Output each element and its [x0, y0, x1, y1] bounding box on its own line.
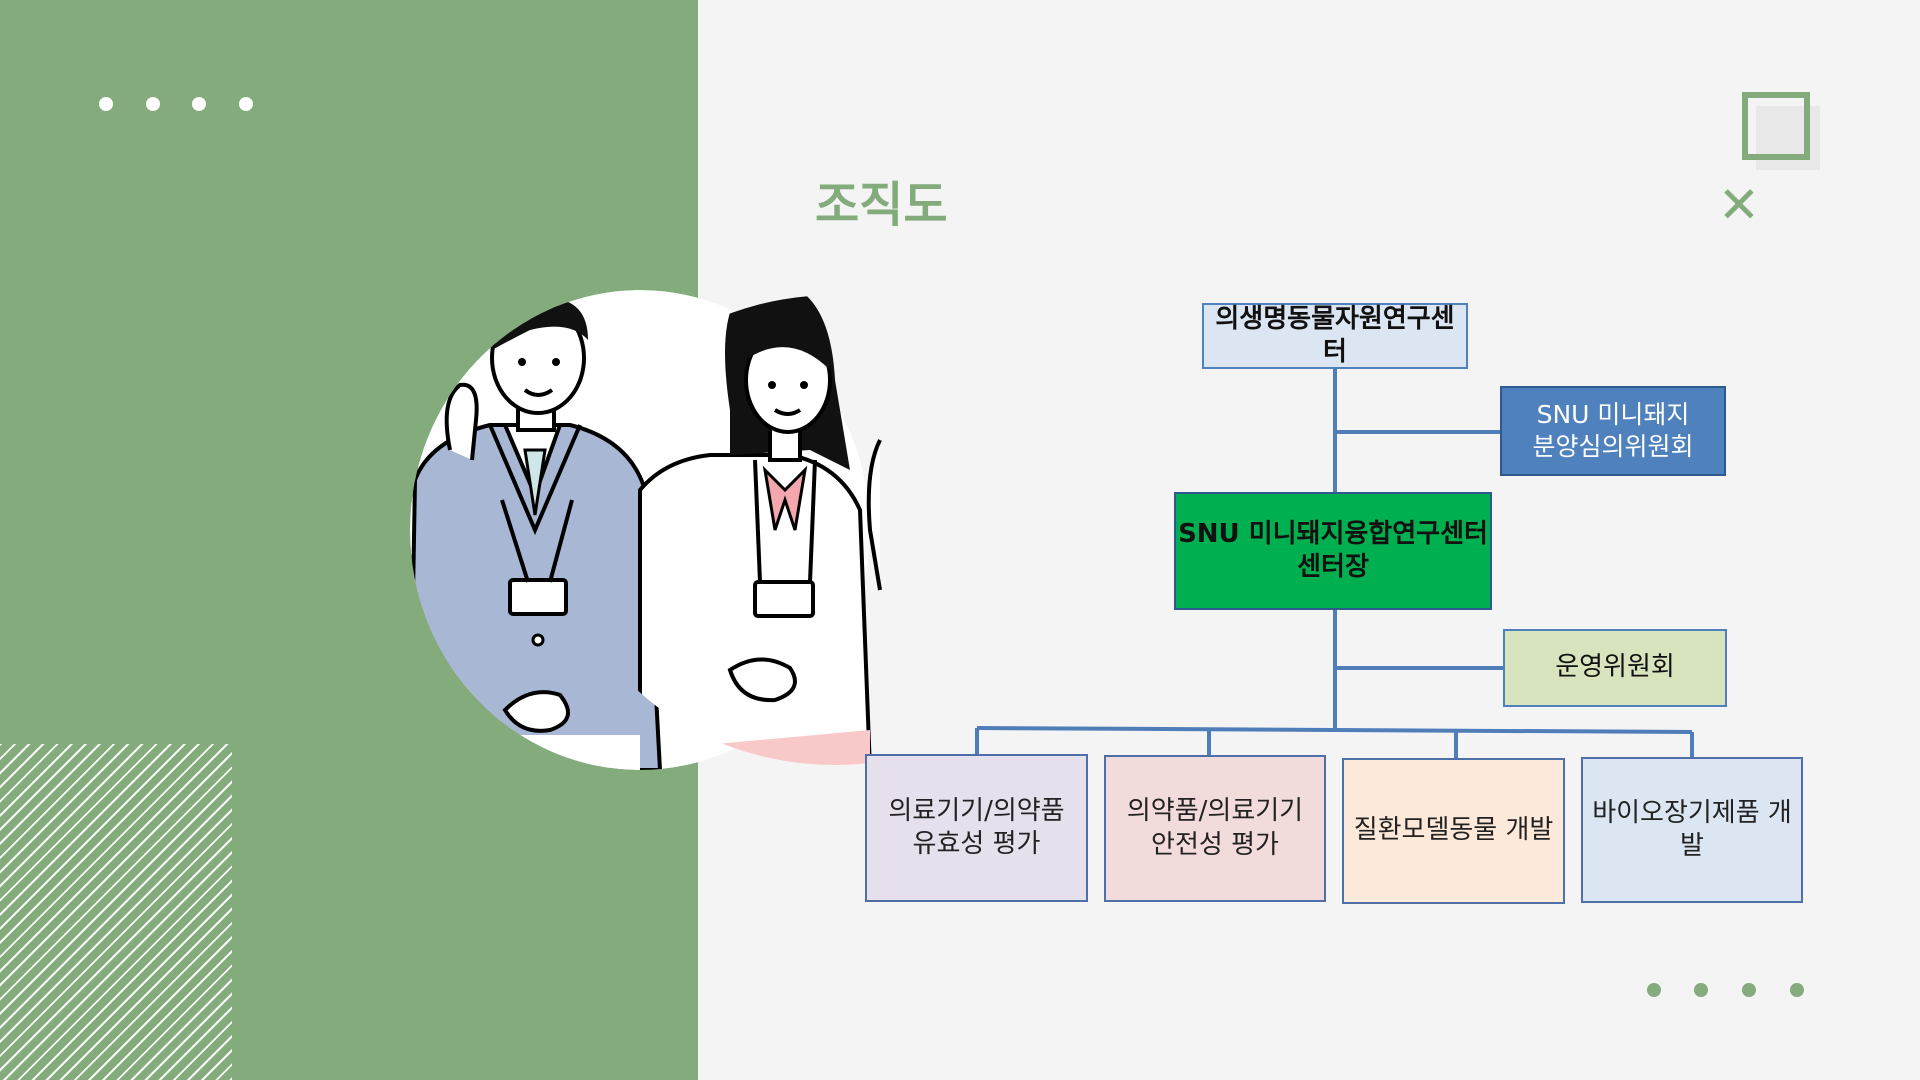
org-box-label: 의료기기/의약품 유효성 평가 — [888, 795, 1065, 859]
org-box-label: 바이오장기제품 개발 — [1592, 797, 1792, 861]
decor-dot — [146, 97, 160, 111]
org-box-committee-1: SNU 미니돼지 분양심의위원회 — [1500, 386, 1726, 476]
org-box-committee-2: 운영위원회 — [1503, 629, 1727, 707]
org-box-department: 질환모델동물 개발 — [1342, 758, 1565, 904]
org-box-label: 질환모델동물 개발 — [1353, 815, 1554, 846]
decor-square-icon — [1742, 92, 1810, 160]
org-box-label: 의약품/의료기기 안전성 평가 — [1126, 796, 1304, 860]
org-box-label: SNU 미니돼지 분양심의위원회 — [1532, 400, 1694, 461]
decor-x-icon: ✕ — [1718, 176, 1760, 234]
org-box-label: 운영위원회 — [1555, 652, 1675, 683]
org-box-label: 의생명동물자원연구센터 — [1215, 303, 1455, 367]
org-box-department: 의료기기/의약품 유효성 평가 — [865, 754, 1088, 902]
decor-dot — [239, 97, 253, 111]
page-title: 조직도 — [815, 177, 948, 233]
staff-illustration — [410, 290, 882, 770]
decor-dot — [1790, 983, 1804, 997]
stripe-pattern — [0, 744, 232, 1080]
decor-dot — [1742, 983, 1756, 997]
org-box-department: 바이오장기제품 개발 — [1581, 757, 1803, 903]
org-box-label: SNU 미니돼지융합연구센터 센터장 — [1178, 518, 1488, 582]
decor-dot — [99, 97, 113, 111]
decor-dot — [1647, 983, 1661, 997]
connector-line — [976, 726, 1693, 734]
decor-dot — [1694, 983, 1708, 997]
org-box-center-head: SNU 미니돼지융합연구센터 센터장 — [1174, 492, 1492, 610]
org-box-department: 의약품/의료기기 안전성 평가 — [1104, 755, 1326, 902]
org-box-root: 의생명동물자원연구센터 — [1202, 303, 1468, 369]
decor-dot — [192, 97, 206, 111]
